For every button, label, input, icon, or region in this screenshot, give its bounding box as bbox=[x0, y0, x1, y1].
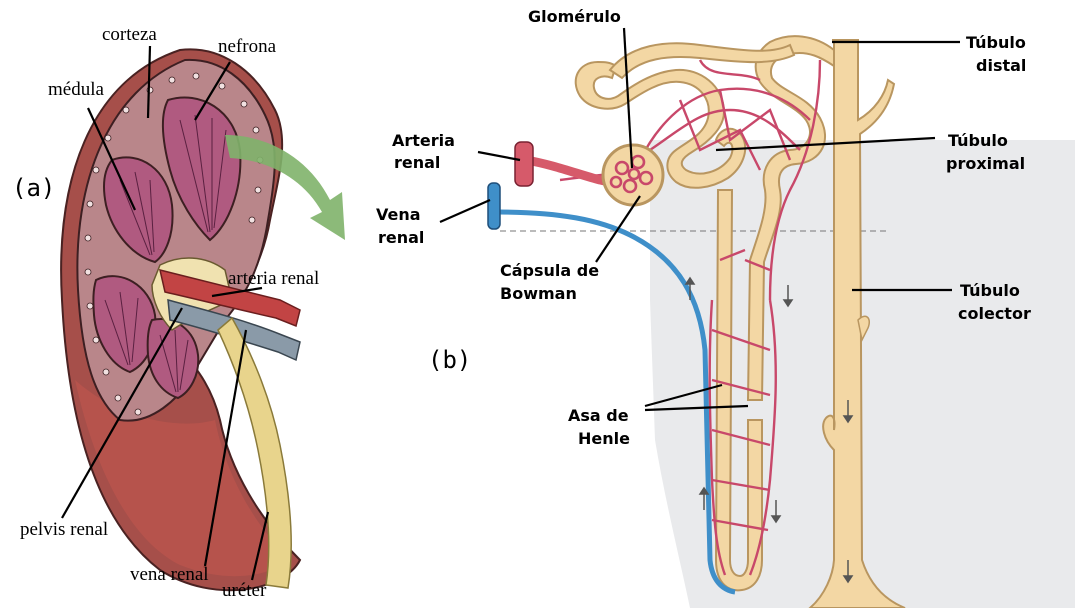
vein-cylinder bbox=[488, 183, 500, 229]
label-tubulo-distal-1: Túbulo bbox=[966, 33, 1026, 52]
label-vena-renal-a: vena renal bbox=[130, 564, 209, 585]
label-arteria-renal-a: arteria renal bbox=[228, 268, 319, 289]
label-nefrona: nefrona bbox=[218, 36, 277, 57]
label-asa-henle-1: Asa de bbox=[568, 406, 629, 425]
label-corteza: corteza bbox=[102, 24, 157, 45]
artery-cylinder bbox=[515, 142, 533, 186]
label-asa-henle-2: Henle bbox=[578, 429, 630, 448]
label-capsula-bowman-2: Bowman bbox=[500, 284, 577, 303]
label-tubulo-proximal-1: Túbulo bbox=[948, 131, 1008, 150]
label-capsula-bowman-1: Cápsula de bbox=[500, 261, 599, 280]
label-pelvis-renal: pelvis renal bbox=[20, 519, 108, 540]
label-tubulo-proximal-2: proximal bbox=[946, 154, 1025, 173]
label-tubulo-distal-2: distal bbox=[976, 56, 1026, 75]
label-vena-renal-b-2: renal bbox=[378, 228, 424, 247]
label-glomerulo: Glomérulo bbox=[528, 7, 621, 26]
label-tubulo-colector-2: colector bbox=[958, 304, 1031, 323]
kidney-illustration bbox=[61, 49, 345, 590]
panel-label-a: (a) bbox=[12, 174, 55, 202]
panel-label-b: (b) bbox=[428, 346, 471, 374]
label-ureter: uréter bbox=[222, 580, 267, 601]
label-medula: médula bbox=[48, 79, 104, 100]
label-tubulo-colector-1: Túbulo bbox=[960, 281, 1020, 300]
label-arteria-renal-b-1: Arteria bbox=[392, 131, 455, 150]
label-arteria-renal-b-2: renal bbox=[394, 153, 440, 172]
bowman-capsule bbox=[603, 145, 663, 205]
label-vena-renal-b-1: Vena bbox=[376, 205, 421, 224]
